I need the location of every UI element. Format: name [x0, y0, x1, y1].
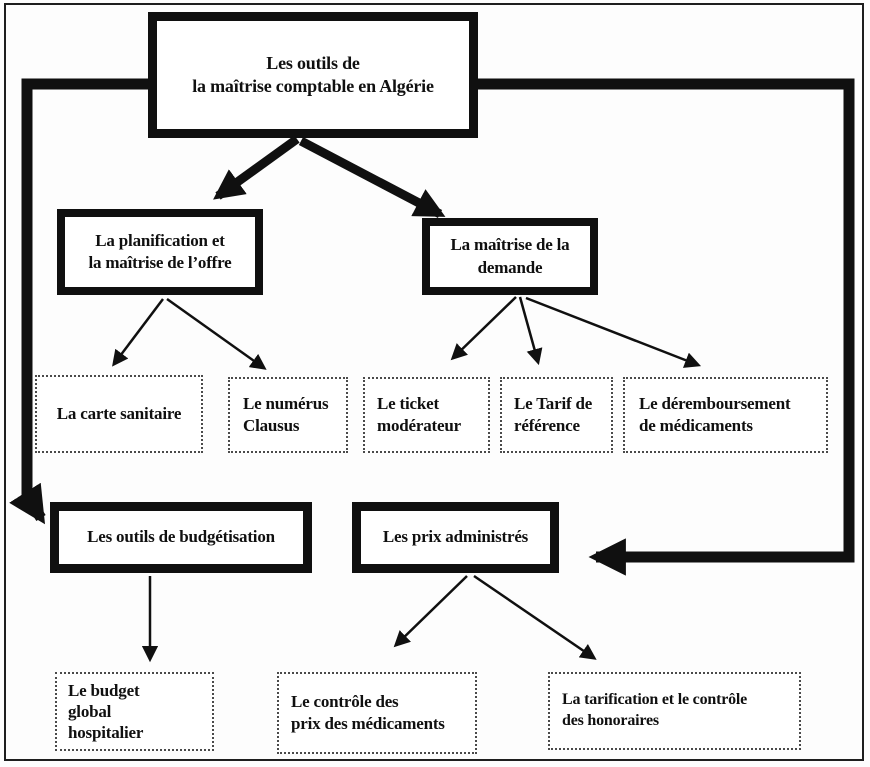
connector-prix-to-controle [393, 575, 468, 648]
connector-prix-to-tarification [473, 574, 597, 660]
connector-planification-to-numerus [166, 297, 267, 370]
node-planification-label: La planification et la maîtrise de l’off… [88, 230, 232, 272]
connector-planification-to-carte [112, 298, 164, 367]
node-budgetisation-label: Les outils de budgétisation [87, 527, 275, 547]
connector-root-to-prix [472, 78, 855, 576]
node-planification: La planification et la maîtrise de l’off… [57, 209, 263, 295]
node-controle-prix: Le contrôle des prix des médicaments [277, 672, 477, 754]
node-budgetisation: Les outils de budgétisation [50, 502, 312, 573]
node-prix-administres: Les prix administrés [352, 502, 559, 573]
node-tarification-honoraires: La tarification et le contrôle des honor… [548, 672, 801, 750]
node-carte-sanitaire-label: La carte sanitaire [56, 403, 182, 423]
node-tarif-reference: Le Tarif de référence [500, 377, 613, 453]
node-controle-prix-label: Le contrôle des prix des médicaments [291, 691, 445, 733]
node-demande-label: La maîtrise de la demande [450, 235, 570, 277]
node-deremboursement-label: Le déremboursement de médicaments [639, 393, 791, 435]
node-deremboursement: Le déremboursement de médicaments [623, 377, 828, 453]
connector-root-to-demande [298, 137, 446, 218]
node-ticket-moderateur-label: Le ticket modérateur [377, 393, 461, 435]
node-prix-administres-label: Les prix administrés [382, 527, 529, 547]
connector-demande-to-tarif [518, 296, 543, 366]
connector-root-to-planification [213, 135, 300, 200]
node-numerus-clausus: Le numérus Clausus [228, 377, 348, 453]
node-budget-global-label: Le budget global hospitalier [68, 680, 144, 743]
node-ticket-moderateur: Le ticket modérateur [363, 377, 490, 453]
node-tarif-reference-label: Le Tarif de référence [514, 393, 593, 435]
node-numerus-clausus-label: Le numérus Clausus [243, 393, 329, 435]
node-demande: La maîtrise de la demande [422, 218, 598, 295]
node-budget-global: Le budget global hospitalier [55, 672, 214, 751]
node-tarification-honoraires-label: La tarification et le contrôle des honor… [562, 691, 748, 729]
node-root: Les outils de la maîtrise comptable en A… [148, 12, 478, 138]
connector-demande-to-deremboursement [525, 296, 702, 368]
node-carte-sanitaire: La carte sanitaire [35, 375, 203, 453]
connector-demande-to-ticket [450, 296, 517, 361]
node-root-label: Les outils de la maîtrise comptable en A… [192, 52, 434, 96]
